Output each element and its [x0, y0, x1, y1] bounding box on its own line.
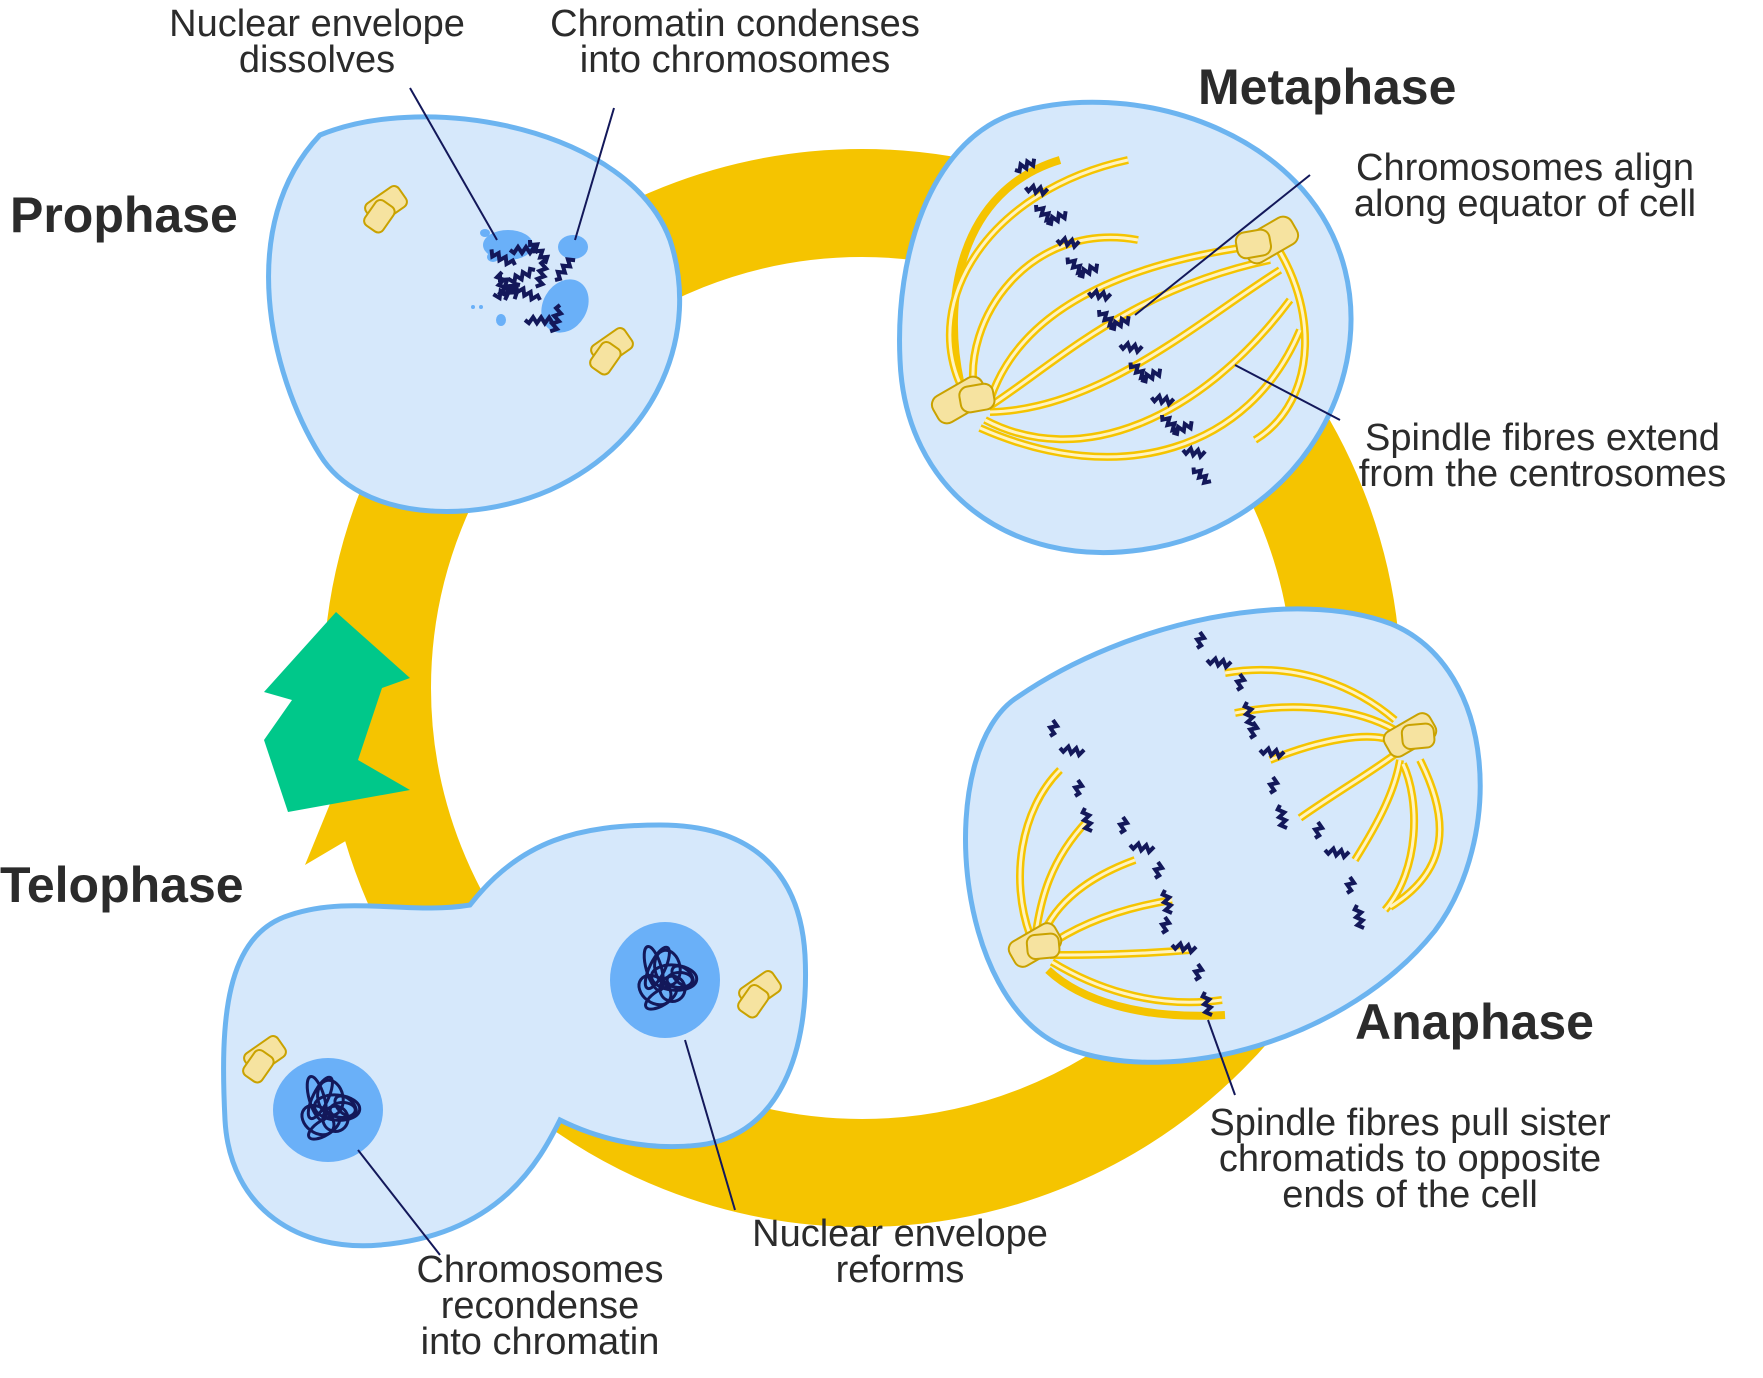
chromatin-strand	[643, 945, 671, 991]
chromosome	[1193, 630, 1208, 650]
chromosome	[507, 266, 536, 286]
chromosome	[1046, 718, 1061, 738]
chromosome	[1034, 204, 1054, 223]
chromosome	[1351, 904, 1367, 930]
centrosome	[1007, 922, 1063, 968]
chromatin-strand	[306, 1075, 334, 1121]
chromatin-strand	[307, 1114, 342, 1141]
centrosome	[1234, 215, 1300, 265]
annotation-chromatin-condenses: Chromatin condenses into chromosomes	[550, 3, 920, 81]
anaphase-cell	[963, 606, 1483, 1065]
chromosome	[1191, 962, 1206, 982]
chromosome	[1158, 915, 1173, 935]
metaphase-title: Metaphase	[1198, 59, 1457, 115]
chromosome	[498, 275, 520, 300]
chromatin-strand	[644, 984, 679, 1011]
chromosome	[1086, 287, 1113, 303]
chromosome	[1045, 210, 1068, 227]
leader-lines	[357, 87, 1341, 1256]
chromosome	[1181, 444, 1207, 461]
chromosome	[1311, 820, 1326, 840]
chromosome	[1118, 339, 1144, 356]
annotation-spindle-fibres-extend: Spindle fibres extend from the centrosom…	[1358, 417, 1727, 495]
telophase-title: Telophase	[0, 857, 244, 913]
chromosome	[1258, 745, 1286, 761]
chromosome	[1274, 804, 1290, 830]
chromosome	[1055, 234, 1081, 251]
chromosome	[1160, 414, 1180, 433]
centrosome	[1382, 712, 1438, 758]
chromatin-strand	[316, 1078, 345, 1117]
chromosome	[1077, 262, 1100, 279]
chromosome	[1199, 991, 1215, 1017]
annotation-chromosomes-recondense: Chromosomes recondense into chromatin	[416, 1249, 664, 1363]
centrosome	[363, 185, 408, 234]
telophase-cell	[221, 822, 809, 1249]
chromosome	[1343, 875, 1358, 895]
prophase-title: Prophase	[10, 187, 238, 243]
chromosome	[1171, 420, 1194, 437]
chromosome	[554, 257, 576, 282]
chromosome	[1191, 467, 1212, 486]
chromosome	[528, 239, 551, 265]
chromatin-strand	[653, 948, 682, 987]
anaphase-title: Anaphase	[1355, 994, 1594, 1050]
progress-arrow	[264, 612, 410, 812]
chromosome	[1058, 743, 1086, 759]
chromosome	[1128, 840, 1156, 856]
chromosome	[523, 313, 555, 328]
annotation-chromosomes-align: Chromosomes align along equator of cell	[1353, 147, 1697, 225]
chromosome	[548, 303, 565, 334]
annotation-nuclear-envelope-reforms: Nuclear envelope reforms	[752, 1213, 1048, 1291]
prophase-cell	[266, 114, 683, 514]
chromosome	[1065, 257, 1086, 276]
centrosome	[589, 327, 634, 376]
chromosome	[533, 258, 550, 289]
centrosome	[242, 1035, 287, 1084]
centrosome	[930, 375, 996, 425]
chromosome	[1205, 655, 1233, 671]
chromosome	[1014, 157, 1037, 174]
annotation-nuclear-envelope-dissolves: Nuclear envelope dissolves	[169, 3, 465, 81]
chromosome	[1079, 807, 1095, 833]
chromosome	[1128, 362, 1149, 381]
chromosome	[1149, 392, 1176, 408]
chromosome	[1170, 940, 1198, 956]
chromosome	[489, 249, 517, 268]
chromosome	[1323, 845, 1351, 861]
chromosome	[1071, 778, 1086, 798]
chromosome	[1116, 815, 1131, 835]
chromosome	[1246, 720, 1261, 740]
chromosome	[1159, 889, 1175, 915]
chromosome	[1097, 309, 1117, 328]
chromosome	[508, 243, 540, 257]
metaphase-cell	[897, 99, 1354, 556]
chromosome	[1140, 367, 1163, 384]
chromosome	[1151, 860, 1166, 880]
chromosome	[1108, 315, 1131, 332]
annotation-spindle-fibres-pull: Spindle fibres pull sister chromatids to…	[1209, 1102, 1611, 1216]
chromosome	[1233, 672, 1248, 692]
chromosome	[1023, 182, 1050, 198]
centrosome	[737, 970, 782, 1019]
chromosome	[1241, 701, 1257, 727]
chromosome	[1266, 775, 1281, 795]
